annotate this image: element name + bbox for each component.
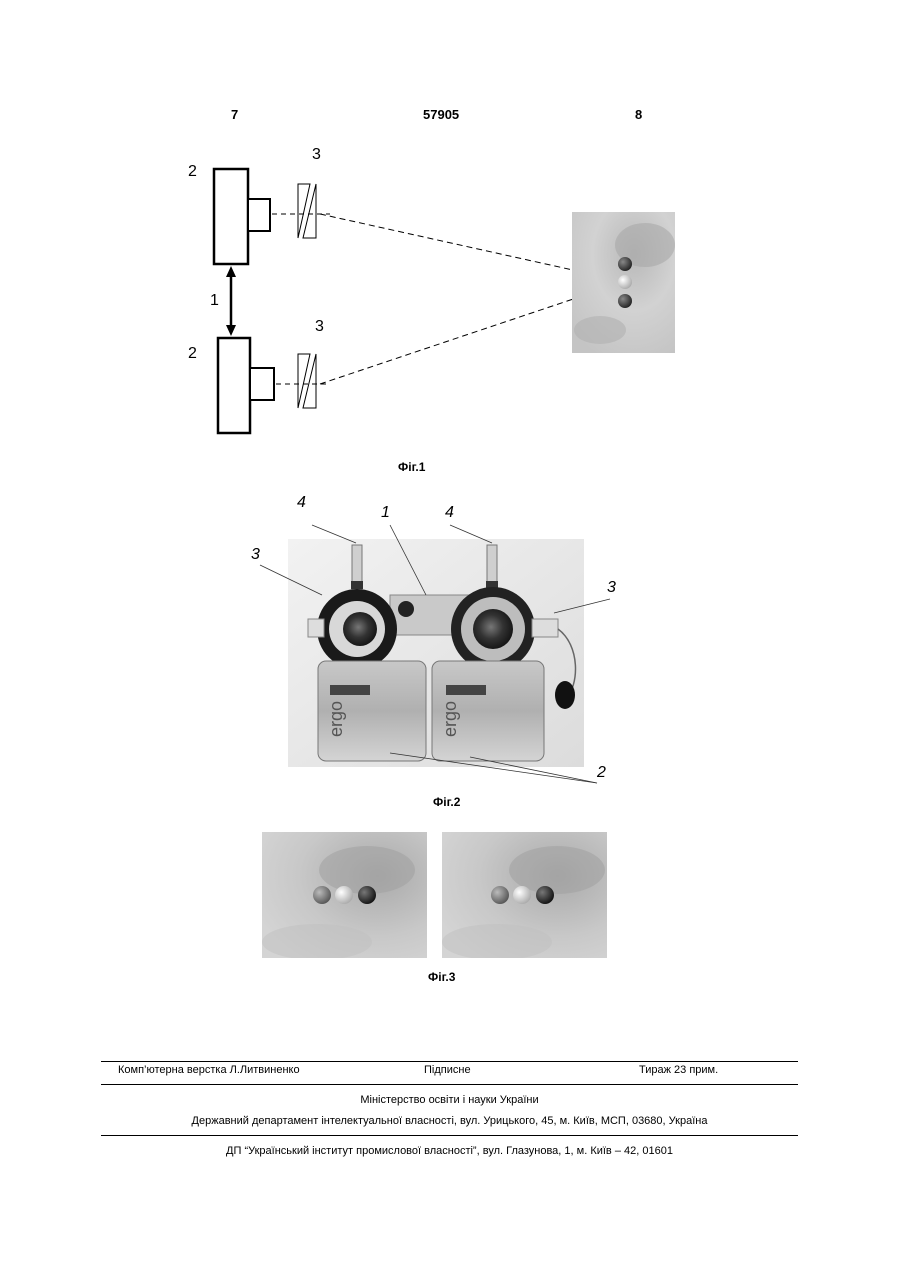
fig1-label-prism-bottom: 3	[315, 318, 324, 336]
footer-signed: Підписне	[424, 1064, 471, 1076]
camera-body-top	[214, 169, 248, 264]
footer-rule-middle	[101, 1084, 798, 1085]
fig2-caption: Фіг.2	[433, 795, 460, 809]
target-ball-bottom	[618, 294, 632, 308]
footer-circulation: Тираж 23 прим.	[639, 1064, 718, 1076]
target-ball-middle	[618, 275, 632, 289]
fig2-label-cameras: 2	[597, 764, 606, 782]
fig1-label-rail: 1	[210, 292, 219, 310]
fig1-caption: Фіг.1	[398, 460, 425, 474]
footer-publisher: ДП “Український інститут промислової вла…	[101, 1145, 798, 1157]
fig2-label-rod-right: 4	[445, 504, 454, 522]
fig1-label-prism-top: 3	[312, 146, 321, 164]
target-ball-top	[618, 257, 632, 271]
prism-top-b	[303, 184, 316, 238]
fig2-label-rod-left: 4	[297, 494, 306, 512]
stereo-right-image	[442, 832, 607, 958]
footer-rule-bottom	[101, 1135, 798, 1136]
footer-layout-credit: Комп’ютерна верстка Л.Литвиненко	[118, 1064, 300, 1076]
footer-ministry: Міністерство освіти і науки України	[101, 1094, 798, 1106]
camera-body-bottom	[218, 338, 250, 433]
fig2-label-prism-right: 3	[607, 579, 616, 597]
figure-2-photo: ergo ergo	[240, 495, 630, 795]
stereo-left-image	[262, 832, 427, 958]
fig3-caption: Фіг.3	[428, 970, 455, 984]
camera-lens-top	[248, 199, 270, 231]
prism-bottom-a	[298, 354, 310, 408]
fig1-label-camera-top: 2	[188, 163, 197, 181]
prism-bottom-b	[303, 354, 316, 408]
camera-brand-right: ergo	[440, 701, 460, 737]
fig1-label-camera-bottom: 2	[188, 345, 197, 363]
prism-top-a	[298, 184, 310, 238]
figure-1-diagram	[0, 0, 901, 460]
footer-department: Державний департамент інтелектуальної вл…	[101, 1115, 798, 1127]
figure-3-stereo-pair	[262, 832, 607, 958]
fig2-label-prism-left: 3	[251, 546, 260, 564]
camera-brand-left: ergo	[326, 701, 346, 737]
footer-rule-top	[101, 1061, 798, 1062]
fig2-label-bracket: 1	[381, 504, 390, 522]
camera-lens-bottom	[250, 368, 274, 400]
